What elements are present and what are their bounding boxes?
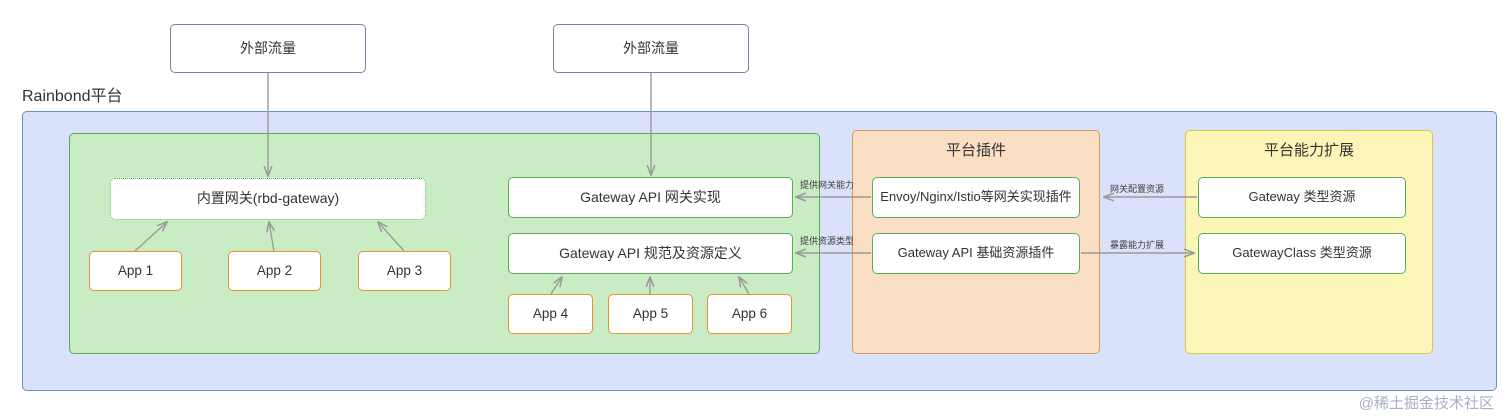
- app-box-3[interactable]: App 3: [358, 251, 451, 291]
- app-box-1[interactable]: App 1: [89, 251, 182, 291]
- platform-plugin-title: 平台插件: [945, 142, 1006, 159]
- gateway-api-spec-box[interactable]: Gateway API 规范及资源定义: [508, 233, 793, 274]
- connector-label-expose-capability-extension: 暴露能力扩展: [1110, 240, 1165, 250]
- external-traffic-box-2[interactable]: 外部流量: [553, 24, 749, 73]
- app-box-5[interactable]: App 5: [608, 294, 693, 334]
- platform-capability-title: 平台能力扩展: [1263, 142, 1354, 159]
- builtin-gateway-box[interactable]: 内置网关(rbd-gateway): [110, 178, 426, 220]
- envoy-nginx-istio-plugin-box[interactable]: Envoy/Nginx/Istio等网关实现插件: [872, 177, 1080, 218]
- gateway-resource-box[interactable]: Gateway 类型资源: [1198, 177, 1406, 218]
- gateway-api-base-plugin-box[interactable]: Gateway API 基础资源插件: [872, 233, 1080, 274]
- connector-label-provide-gateway-capability: 提供网关能力: [800, 180, 855, 190]
- external-traffic-box-1[interactable]: 外部流量: [170, 24, 366, 73]
- gatewayclass-resource-box[interactable]: GatewayClass 类型资源: [1198, 233, 1406, 274]
- app-box-2[interactable]: App 2: [228, 251, 321, 291]
- app-box-4[interactable]: App 4: [508, 294, 593, 334]
- gateway-api-impl-box[interactable]: Gateway API 网关实现: [508, 177, 793, 218]
- app-box-6[interactable]: App 6: [707, 294, 792, 334]
- connector-label-provide-resource-type: 提供资源类型: [800, 236, 855, 246]
- connector-label-gateway-config-resource: 网关配置资源: [1110, 184, 1165, 194]
- watermark: @稀土掘金技术社区: [1358, 395, 1494, 412]
- platform-label: Rainbond平台: [22, 88, 123, 105]
